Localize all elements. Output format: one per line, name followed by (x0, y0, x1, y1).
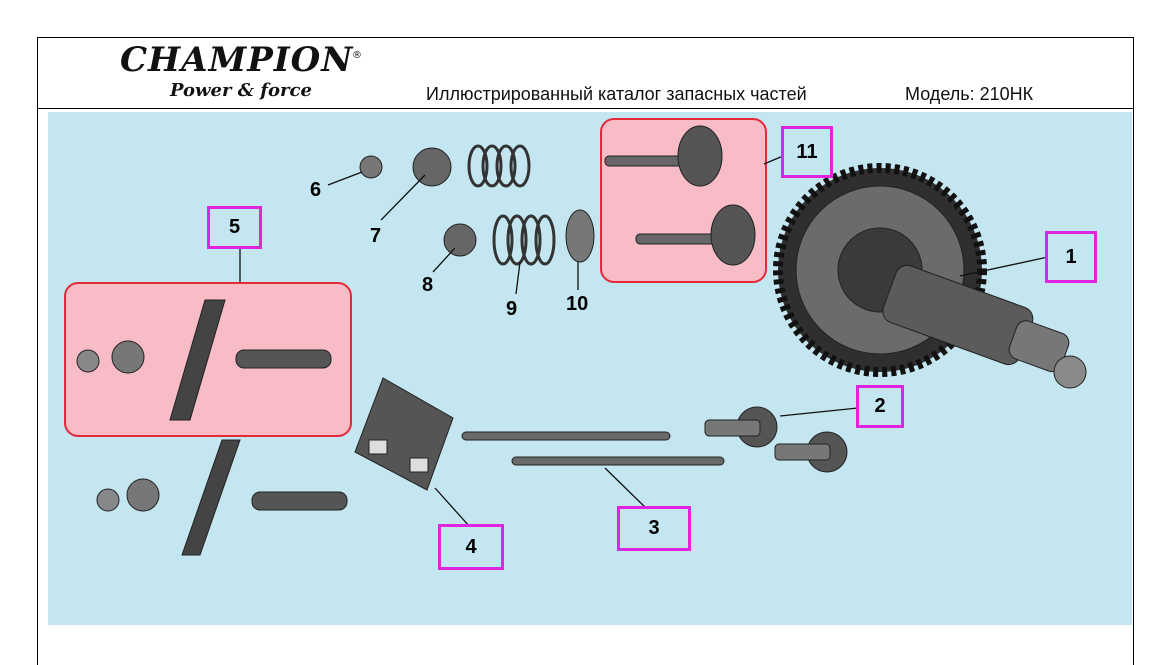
valve-cap-part (359, 155, 383, 179)
spring-retainer-upper-part (412, 147, 452, 187)
guide-plate-part (354, 377, 454, 491)
header-rule (38, 108, 1133, 109)
callout-4: 4 (438, 524, 504, 570)
logo-wordmark: CHAMPION (120, 40, 354, 80)
tappet-part (704, 406, 848, 473)
page-frame (37, 37, 1134, 665)
logo-tagline: Power & force (170, 80, 312, 101)
callout-1: 1 (1045, 231, 1097, 283)
leader-lines (239, 155, 1049, 528)
callout-11: 11 (781, 126, 833, 178)
part-label-8: 8 (422, 274, 434, 296)
callout-3: 3 (617, 506, 691, 551)
camshaft-gear-part (773, 163, 1087, 389)
valve-spring-upper-part (467, 144, 531, 188)
catalog-title: Иллюстрированный каталог запасных частей (426, 84, 807, 104)
callout-2: 2 (856, 385, 904, 428)
part-label-6: 6 (310, 179, 322, 201)
valve-seal-part (565, 209, 595, 263)
model-label: Модель: 210НК (905, 84, 1034, 104)
valve-spring-lower-part (492, 214, 556, 266)
part-label-7: 7 (370, 225, 382, 247)
logo-registered-mark: ® (352, 50, 362, 61)
callout-5: 5 (207, 206, 262, 249)
spring-retainer-lower-part (443, 223, 477, 257)
push-rod-part (461, 431, 725, 466)
valve-part (604, 125, 756, 266)
part-label-10: 10 (566, 293, 589, 315)
part-label-9: 9 (506, 298, 518, 320)
rocker-arm-part-upper (76, 299, 332, 421)
rocker-arm-part-lower (96, 439, 348, 556)
